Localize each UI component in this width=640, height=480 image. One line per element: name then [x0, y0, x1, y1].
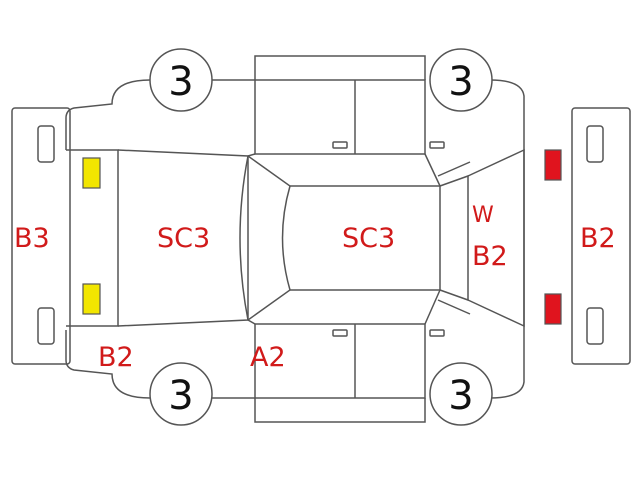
- wheel-rear-top-value: 3: [448, 59, 473, 105]
- hood-code: SC3: [157, 223, 210, 254]
- front-left-corner-code: B2: [98, 342, 134, 373]
- wheel-front-top: 3: [149, 48, 213, 112]
- roof-code: SC3: [342, 223, 395, 254]
- rear-bumper-panel: [571, 107, 631, 365]
- taillight-marker-bottom: [544, 293, 562, 325]
- car-body: [65, 55, 525, 423]
- front-bumper-panel: [11, 107, 71, 365]
- rear-glass-code-w: W: [472, 203, 494, 228]
- taillight-marker-top: [544, 149, 562, 181]
- front-bumper-code: B3: [14, 223, 50, 254]
- wheel-rear-bottom: 3: [429, 362, 493, 426]
- headlight-marker-bottom: [82, 283, 101, 315]
- headlight-marker-top: [82, 157, 101, 189]
- wheel-rear-top: 3: [429, 48, 493, 112]
- wheel-front-top-value: 3: [168, 59, 193, 105]
- wheel-front-bottom: 3: [149, 362, 213, 426]
- rear-glass-code-b2: B2: [472, 241, 508, 272]
- wheel-front-bottom-value: 3: [168, 373, 193, 419]
- wheel-rear-bottom-value: 3: [448, 373, 473, 419]
- pillar-code: A2: [250, 342, 286, 373]
- rear-bumper-code: B2: [580, 223, 616, 254]
